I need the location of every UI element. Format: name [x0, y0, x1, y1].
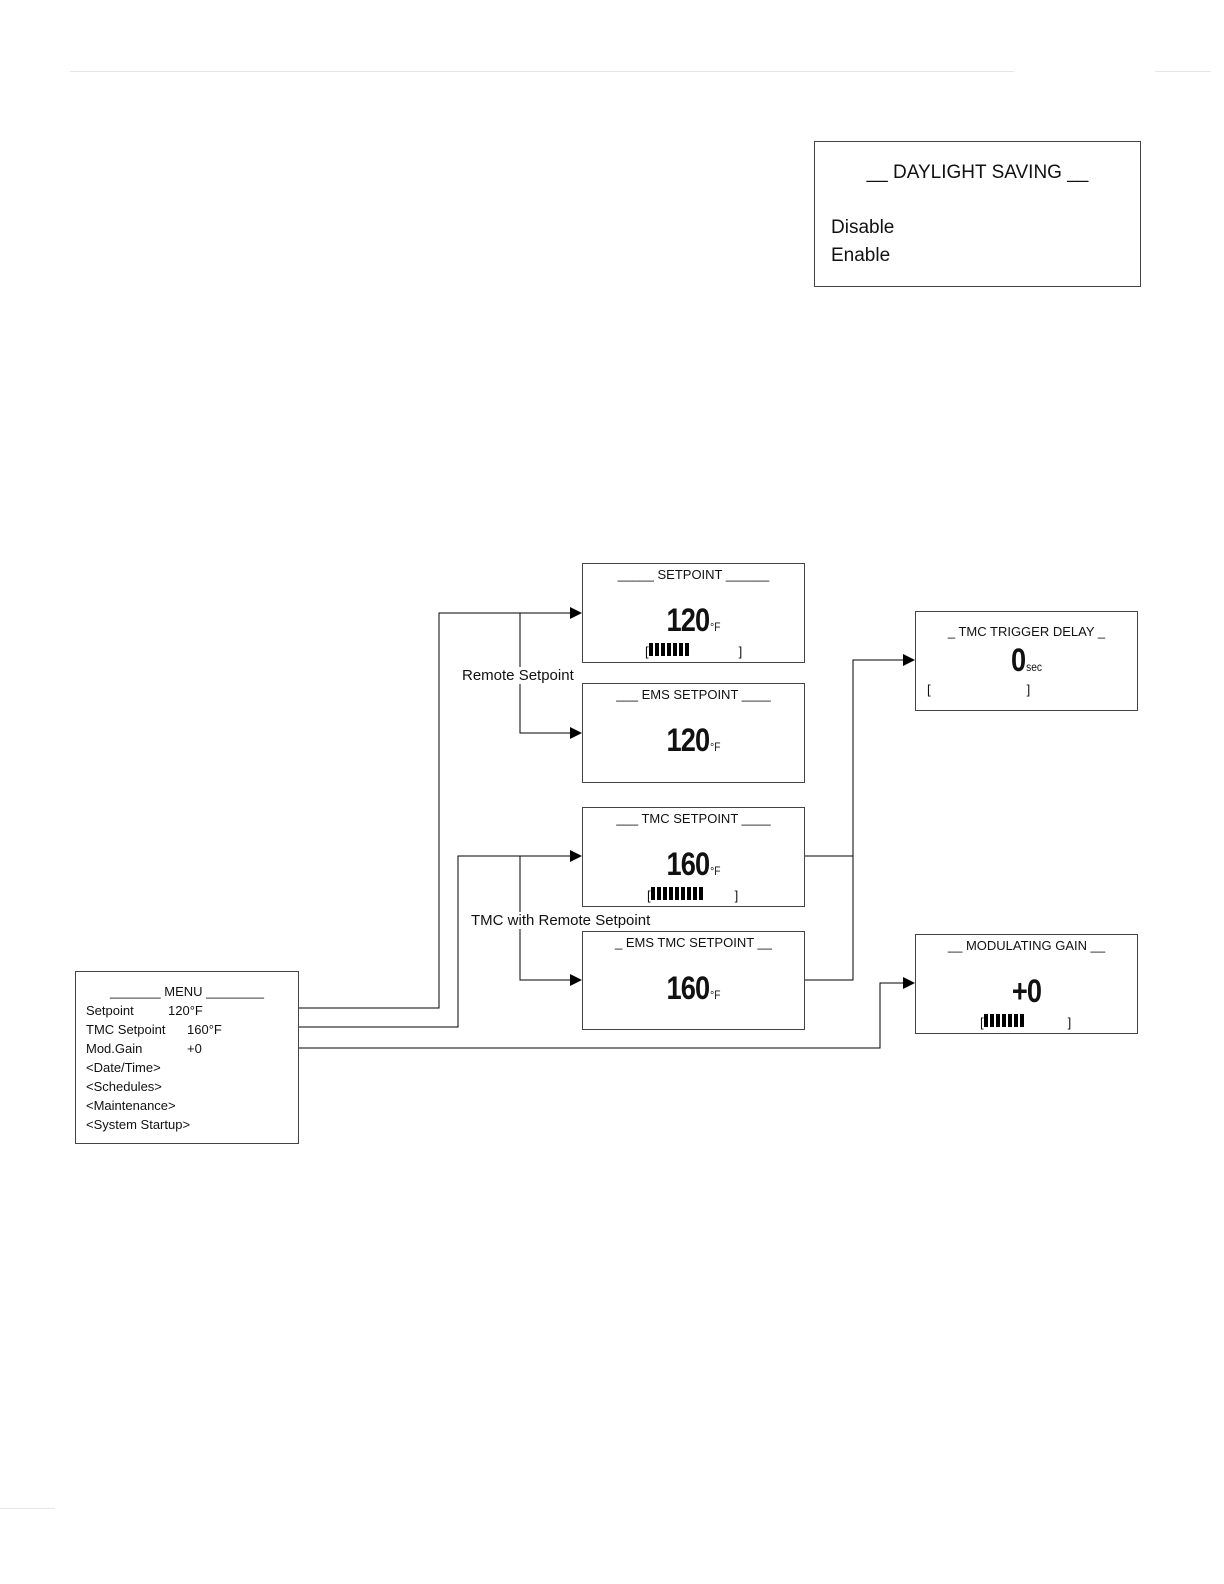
menu-item-maintenance[interactable]: <Maintenance>	[86, 1098, 176, 1113]
bar-close-bracket: ]	[1026, 682, 1031, 697]
ems-setpoint-screen: ___ EMS SETPOINT ____ 120°F	[582, 683, 805, 783]
tmc-setpoint-screen: ___ TMC SETPOINT ____ 160°F [ ]	[582, 807, 805, 907]
menu-item-system-startup[interactable]: <System Startup>	[86, 1117, 191, 1132]
ems-tmc-setpoint-title: _ EMS TMC SETPOINT __	[614, 935, 772, 950]
edge-menu-mod-gain	[248, 977, 915, 1049]
bar-segment	[680, 887, 685, 900]
ems-tmc-setpoint-value-display: 160°F	[600, 970, 788, 1007]
tmc-trigger-delay-value: 0	[1010, 642, 1026, 678]
bar-segment	[684, 643, 689, 656]
bar-segment	[662, 887, 667, 900]
menu-item-value: 120°F	[168, 1003, 203, 1018]
tmc-trigger-delay-level-bar: [ ]	[927, 682, 1030, 697]
bar-segment	[654, 643, 659, 656]
menu-item-value: +0	[187, 1041, 202, 1056]
bar-segment	[656, 887, 661, 900]
menu-item-value: 160°F	[187, 1022, 222, 1037]
setpoint-title: _____ SETPOINT ______	[617, 567, 770, 582]
tmc-setpoint-level-bar: [ ]	[647, 887, 738, 903]
menu-item-mod-gain[interactable]: Mod.Gain +0	[86, 1041, 202, 1056]
bar-segment	[660, 643, 665, 656]
tmc-setpoint-unit: °F	[710, 864, 721, 878]
tmc-setpoint-value-display: 160°F	[600, 846, 788, 883]
tmc-trigger-delay-title: _ TMC TRIGGER DELAY _	[947, 624, 1106, 639]
bar-segment	[678, 643, 683, 656]
daylight-saving-title: __ DAYLIGHT SAVING __	[866, 162, 1089, 183]
bar-open-bracket: [	[647, 887, 651, 903]
daylight-saving-screen: __ DAYLIGHT SAVING __ Disable Enable	[814, 141, 1141, 287]
setpoint-level-bar: [ ]	[645, 643, 742, 659]
bar-segment	[648, 643, 653, 656]
bar-segment	[1019, 1014, 1024, 1027]
modulating-gain-value-display: +0	[933, 973, 1121, 1010]
tmc-trigger-delay-value-display: 0sec	[933, 642, 1121, 679]
bar-close-bracket: ]	[738, 643, 743, 659]
bar-segment	[650, 887, 655, 900]
header-rule-right	[1155, 71, 1211, 72]
modulating-gain-title: __ MODULATING GAIN __	[947, 938, 1106, 953]
bar-segment	[1007, 1014, 1012, 1027]
tmc-remote-setpoint-label: TMC with Remote Setpoint	[469, 912, 653, 929]
setpoint-screen: _____ SETPOINT ______ 120°F [ ]	[582, 563, 805, 663]
option-disable[interactable]: Disable	[831, 217, 895, 238]
ems-tmc-setpoint-value: 160	[666, 970, 710, 1006]
ems-setpoint-value: 120	[666, 722, 710, 758]
edge-ems-tmc-to-trigger	[805, 856, 854, 981]
edge-tmc-remote-split	[519, 856, 582, 986]
edge-menu-setpoint	[248, 607, 582, 1009]
edge-remote-setpoint-split	[519, 613, 582, 739]
menu-item-label: Setpoint	[86, 1003, 134, 1018]
menu-item-label: TMC Setpoint	[86, 1022, 166, 1037]
main-menu-screen: _______ MENU ________ Setpoint 120°F TMC …	[75, 971, 299, 1144]
setpoint-unit: °F	[710, 620, 721, 634]
bar-open-bracket: [	[927, 682, 931, 697]
menu-item-date-time[interactable]: <Date/Time>	[86, 1060, 161, 1075]
bar-open-bracket: [	[645, 643, 649, 659]
bar-segment	[666, 643, 671, 656]
setpoint-value-display: 120°F	[600, 602, 788, 639]
header-rule	[70, 71, 1014, 72]
tmc-setpoint-title: ___ TMC SETPOINT ____	[616, 811, 771, 826]
bar-open-bracket: [	[980, 1014, 984, 1030]
bar-close-bracket: ]	[1067, 1014, 1072, 1030]
footer-rule	[0, 1508, 55, 1509]
ems-setpoint-title: ___ EMS SETPOINT ____	[616, 687, 771, 702]
tmc-trigger-delay-screen: _ TMC TRIGGER DELAY _ 0sec [ ]	[915, 611, 1138, 711]
ems-setpoint-value-display: 120°F	[600, 722, 788, 759]
remote-setpoint-label: Remote Setpoint	[460, 667, 576, 684]
menu-item-label: Mod.Gain	[86, 1041, 143, 1056]
bar-segment	[686, 887, 691, 900]
menu-item-schedules[interactable]: <Schedules>	[86, 1079, 162, 1094]
tmc-setpoint-bar-segments	[650, 887, 735, 903]
bar-segment	[1013, 1014, 1018, 1027]
setpoint-value: 120	[666, 602, 710, 638]
bar-segment	[983, 1014, 988, 1027]
bar-segment	[692, 887, 697, 900]
menu-item-setpoint[interactable]: Setpoint 120°F	[86, 1003, 203, 1018]
setpoint-bar-segments	[648, 643, 739, 659]
bar-segment	[672, 643, 677, 656]
option-enable[interactable]: Enable	[831, 245, 891, 266]
bar-segment	[989, 1014, 994, 1027]
bar-segment	[698, 887, 703, 900]
edge-tmc-to-trigger	[805, 654, 915, 857]
menu-title: _______ MENU ________	[110, 984, 264, 999]
modulating-gain-screen: __ MODULATING GAIN __ +0 [ ]	[915, 934, 1138, 1034]
tmc-setpoint-value: 160	[666, 846, 710, 882]
bar-segment	[995, 1014, 1000, 1027]
modulating-gain-value: +0	[1011, 973, 1042, 1009]
modulating-gain-level-bar: [ ]	[980, 1014, 1071, 1030]
menu-item-tmc-setpoint[interactable]: TMC Setpoint 160°F	[86, 1022, 222, 1037]
modulating-gain-bar-segments	[983, 1014, 1068, 1030]
bar-close-bracket: ]	[734, 887, 739, 903]
bar-segment	[674, 887, 679, 900]
ems-setpoint-unit: °F	[710, 740, 721, 754]
ems-tmc-setpoint-unit: °F	[710, 988, 721, 1002]
bar-segment	[1001, 1014, 1006, 1027]
bar-segment	[668, 887, 673, 900]
tmc-trigger-delay-unit: sec	[1026, 660, 1042, 674]
ems-tmc-setpoint-screen: _ EMS TMC SETPOINT __ 160°F	[582, 931, 805, 1030]
